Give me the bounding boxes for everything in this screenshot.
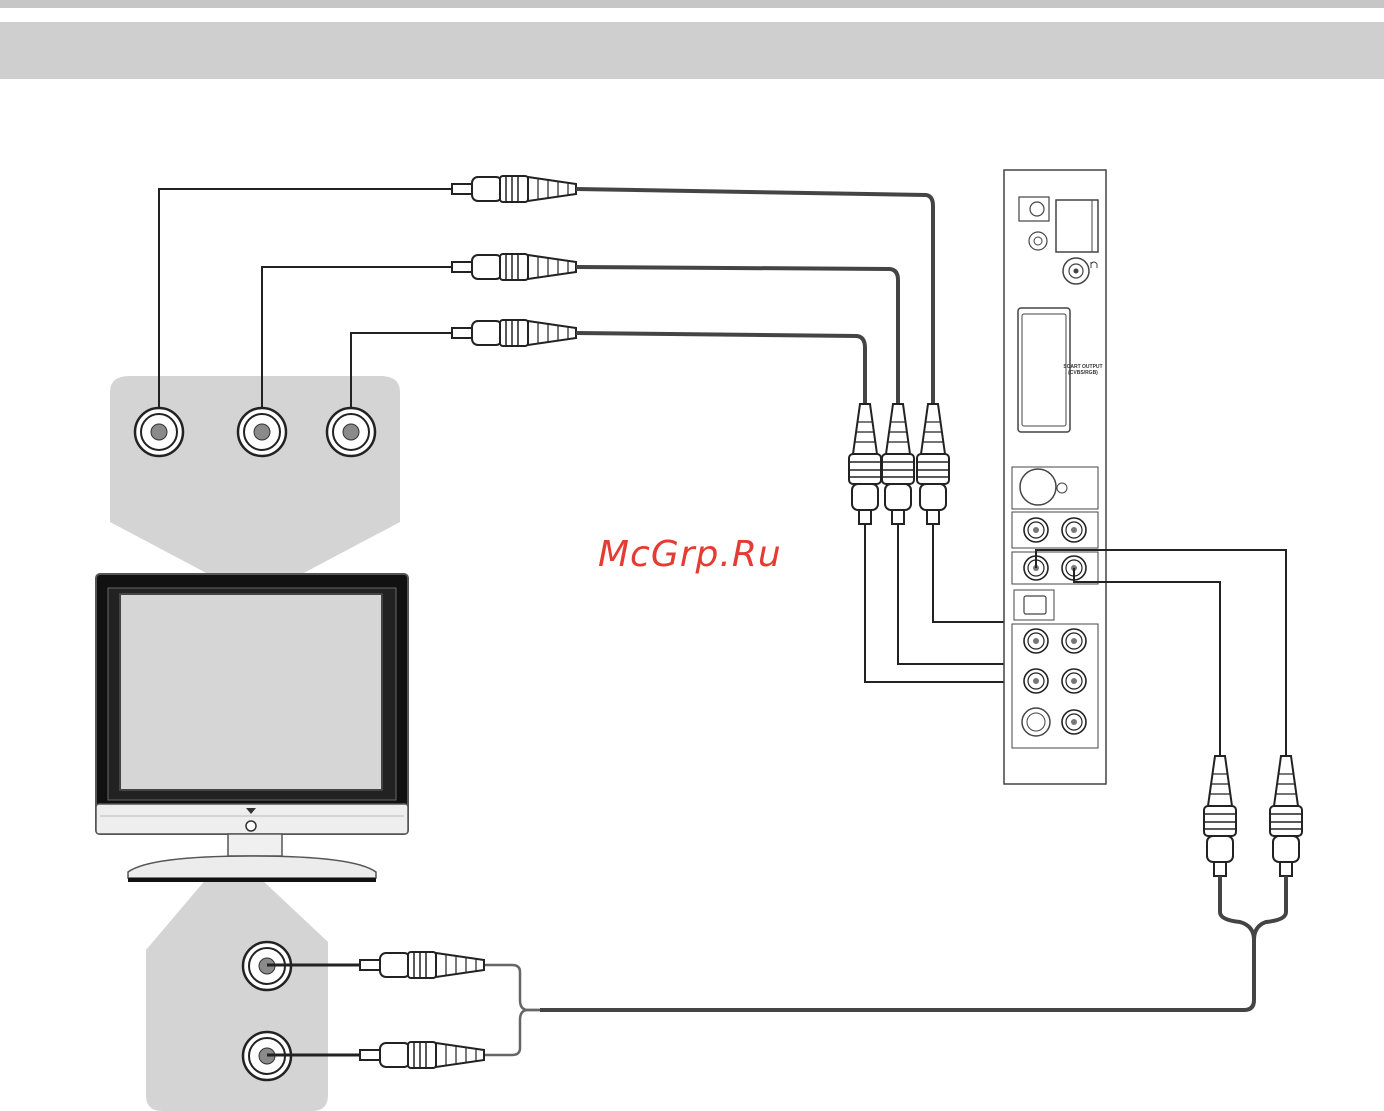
- rca-plug-icon: [849, 404, 881, 524]
- tv-component-jack-y: [135, 408, 183, 456]
- tv-audio-callout: [146, 878, 328, 1111]
- player-component-out-y: [1062, 669, 1086, 693]
- component-cable-runs: [576, 189, 933, 408]
- player-component-out-pr: [1062, 629, 1086, 653]
- tv-component-jack-pb: [238, 408, 286, 456]
- rca-plug-icon: [1204, 756, 1236, 876]
- rca-plug-icon: [1270, 756, 1302, 876]
- rca-plug-icon: [917, 404, 949, 524]
- watermark-text: McGrp.Ru: [598, 534, 782, 575]
- tv-icon: [96, 574, 408, 882]
- rca-plug-icon: [360, 952, 484, 978]
- audio-cable-run: [540, 876, 1286, 1010]
- rca-plug-icon: [452, 254, 576, 280]
- tv-input-callout: [110, 376, 400, 575]
- component-cables-tv-side: [159, 189, 452, 408]
- scart-output-label: SCART OUTPUT (CVBS/RGB): [1058, 364, 1108, 376]
- rca-plug-icon: [452, 176, 576, 202]
- player-component-out-pb: [1024, 669, 1048, 693]
- rca-plug-icon: [882, 404, 914, 524]
- rca-plug-icon: [452, 320, 576, 346]
- audio-cable-split: [485, 965, 540, 1055]
- dvd-player-rear-panel: [1004, 170, 1106, 784]
- tv-component-jack-pr: [327, 408, 375, 456]
- rca-plug-icon: [360, 1042, 484, 1068]
